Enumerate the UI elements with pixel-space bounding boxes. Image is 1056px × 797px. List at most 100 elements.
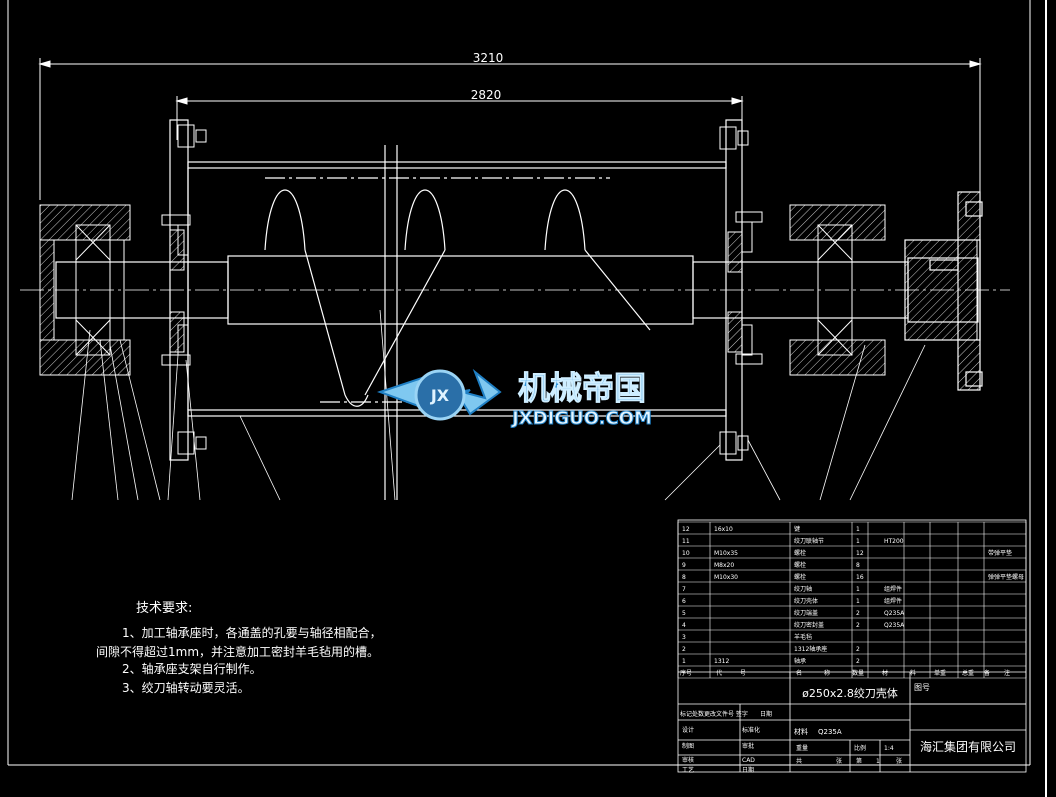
coupling bbox=[904, 191, 983, 391]
bom-cell-no: 3 bbox=[682, 634, 686, 641]
bom-cell-code: M8x20 bbox=[714, 562, 734, 569]
scale-label: 比例 bbox=[854, 744, 866, 752]
bom-cell-qty: 1 bbox=[856, 586, 860, 593]
page-value: 1 bbox=[876, 758, 880, 765]
watermark-emblem: JX bbox=[430, 386, 450, 405]
leader-lines bbox=[71, 309, 926, 501]
bom-cell-qty: 2 bbox=[856, 646, 860, 653]
bom-cell-name: 绞刀密封盖 bbox=[794, 621, 824, 629]
revision-header: 标记处数更改文件号 签字 bbox=[680, 710, 748, 718]
bom-cell-note: 带弹平垫 bbox=[988, 549, 1012, 557]
bom-cell-qty: 2 bbox=[856, 622, 860, 629]
bom-cell-material: Q235A bbox=[884, 622, 905, 629]
dimension-overall-label: 3210 bbox=[473, 51, 504, 65]
section-hatching bbox=[39, 191, 981, 391]
bom-header-cell: 数量 bbox=[852, 669, 864, 677]
dimension-inner bbox=[175, 96, 744, 140]
process-label: 工艺 bbox=[682, 766, 694, 774]
bom-grid bbox=[677, 521, 1027, 679]
bom-cell-name: 螺栓 bbox=[794, 573, 806, 581]
bom-cell-no: 12 bbox=[682, 526, 690, 533]
bom-cell-name: 螺栓 bbox=[794, 561, 806, 569]
dimension-inner-label: 2820 bbox=[471, 88, 502, 102]
bom-cell-name: 绞刀端盖 bbox=[794, 609, 818, 617]
bom-cell-no: 8 bbox=[682, 574, 686, 581]
watermark-wing-right bbox=[452, 368, 502, 416]
bom-cell-material: 组焊件 bbox=[884, 585, 902, 593]
material-value: Q235A bbox=[818, 728, 842, 736]
bom-header-cell: 序号 bbox=[680, 669, 692, 677]
bom-cell-name: 螺栓 bbox=[794, 549, 806, 557]
cad-label: CAD bbox=[742, 757, 755, 764]
bom-cell-qty: 2 bbox=[856, 610, 860, 617]
bom-header-cell: 号 bbox=[740, 670, 746, 677]
tech-requirements: 技术要求: 1、加工轴承座时，各通盖的孔要与轴径相配合， 间隙不得超过1mm，并… bbox=[96, 601, 382, 695]
bom-cell-name: 羊毛毡 bbox=[794, 633, 812, 641]
bom-cell-code: 1312 bbox=[714, 658, 729, 665]
bom-cell-material: Q235A bbox=[884, 610, 905, 617]
bom-cell-material: 组焊件 bbox=[884, 597, 902, 605]
bom-header-cell: 代 bbox=[716, 669, 722, 677]
left-bearing bbox=[75, 224, 125, 356]
tech-line-4: 3、绞刀轴转动要灵活。 bbox=[122, 680, 250, 695]
bom-header-cell: 名 bbox=[796, 669, 802, 677]
bom-cell-name: 轴承 bbox=[794, 657, 806, 665]
bom-cell-name: 1312轴承座 bbox=[794, 645, 827, 653]
bom-cell-qty: 1 bbox=[856, 538, 860, 545]
date-label: 日期 bbox=[760, 710, 772, 718]
design-label: 设计 bbox=[682, 726, 694, 734]
bom-cell-code: M10x35 bbox=[714, 550, 738, 557]
bom-cell-qty: 16 bbox=[856, 574, 864, 581]
right-bearing bbox=[817, 224, 853, 356]
watermark-brand: 机械帝国 bbox=[518, 369, 646, 407]
draw-label: 制图 bbox=[682, 742, 694, 750]
gear-icon bbox=[414, 369, 466, 421]
sheet-label: 张 bbox=[836, 757, 842, 765]
dimension-overall bbox=[38, 58, 982, 200]
tech-line-2: 间隙不得超过1mm，并注意加工密封羊毛毡用的槽。 bbox=[96, 644, 379, 659]
part-name: ø250x2.8绞刀壳体 bbox=[802, 686, 898, 700]
title-block: ø250x2.8绞刀壳体 图号 标记处数更改文件号 签字 日期 设计 标准化 制… bbox=[680, 683, 1016, 774]
check-label: 审核 bbox=[682, 756, 694, 764]
drawing-frame bbox=[7, 0, 1047, 797]
tech-line-1: 1、加工轴承座时，各通盖的孔要与轴径相配合， bbox=[122, 625, 382, 640]
material-label: 材料 bbox=[794, 727, 808, 736]
tech-line-3: 2、轴承座支架自行制作。 bbox=[122, 661, 262, 676]
bom-cell-code: M10x30 bbox=[714, 574, 738, 581]
tech-requirements-title: 技术要求: bbox=[136, 601, 192, 616]
shaft bbox=[55, 255, 979, 325]
bom-cell-name: 绞刀轴 bbox=[794, 585, 812, 593]
bom-cell-name: 键 bbox=[794, 525, 800, 533]
bom-cell-no: 4 bbox=[682, 622, 686, 629]
bom-cell-qty: 8 bbox=[856, 562, 860, 569]
bom-cell-no: 9 bbox=[682, 562, 686, 569]
bom-cell-code: 16x10 bbox=[714, 526, 733, 533]
watermark: JX 机械帝国 JXDIGUO.COM bbox=[376, 368, 652, 430]
bom-header-cell: 称 bbox=[824, 669, 830, 677]
bom-header-cell: 总重 bbox=[962, 669, 974, 677]
bom-header-cell: 单重 bbox=[934, 669, 946, 677]
bom-cell-no: 2 bbox=[682, 646, 686, 653]
bom-cell-name: 绞刀壳体 bbox=[794, 597, 818, 605]
bom-cell-no: 6 bbox=[682, 598, 686, 605]
watermark-site: JXDIGUO.COM bbox=[510, 408, 652, 429]
bom-cell-qty: 2 bbox=[856, 658, 860, 665]
drawing-no-label: 图号 bbox=[914, 683, 930, 692]
bom-cell-material: HT200 bbox=[884, 538, 904, 545]
bom-cell-no: 10 bbox=[682, 550, 690, 557]
bom-cell-name: 绞刀联轴节 bbox=[794, 537, 824, 545]
bom-cell-qty: 1 bbox=[856, 598, 860, 605]
bom-cell-note: 弹弹平垫螺母 bbox=[988, 573, 1024, 581]
bom-cell-qty: 1 bbox=[856, 526, 860, 533]
review-label: 审批 bbox=[742, 742, 754, 750]
bom-cell-no: 5 bbox=[682, 610, 686, 617]
bom-header-cell: 材 bbox=[882, 669, 888, 677]
company-name: 海汇集团有限公司 bbox=[920, 739, 1016, 754]
bom-cell-no: 1 bbox=[682, 658, 686, 665]
sheet-suffix: 张 bbox=[896, 757, 902, 765]
bom-cell-no: 7 bbox=[682, 586, 686, 593]
left-flange-bolts bbox=[161, 124, 207, 455]
total-label: 共 bbox=[796, 757, 802, 765]
scale-value: 1:4 bbox=[884, 745, 894, 752]
